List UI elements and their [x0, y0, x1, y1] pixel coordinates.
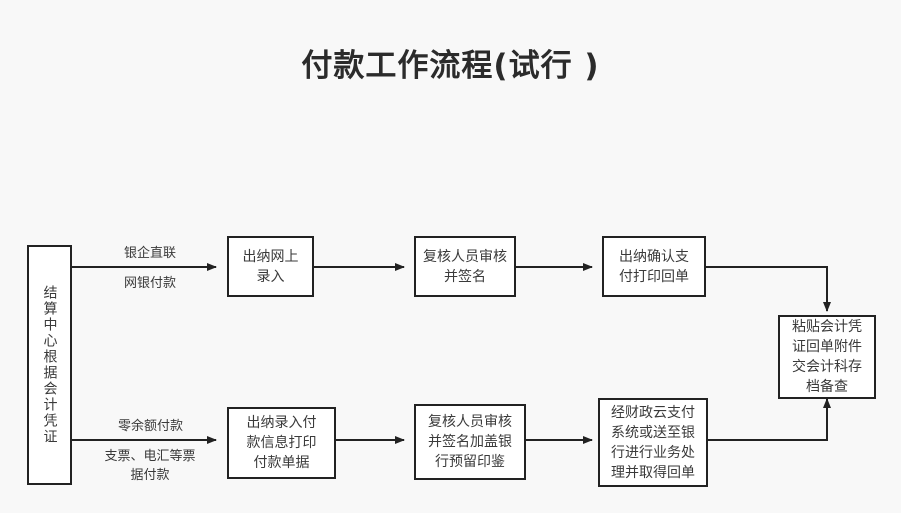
edge-label-top-above: 银企直联 — [123, 246, 176, 261]
node-bot1-label: 出纳录入付 款信息打印 付款单据 — [246, 415, 317, 471]
node-top2[interactable]: 复核人员审核 并签名 — [414, 236, 516, 297]
node-top1-label: 出纳网上 录入 — [242, 248, 299, 285]
node-top3[interactable]: 出纳确认支 付打印回单 — [602, 236, 706, 297]
node-end-label: 粘贴会计凭 证回单附件 交会计科存 档备查 — [792, 319, 862, 395]
edge-top3-to-end — [706, 266, 831, 312]
node-top1[interactable]: 出纳网上 录入 — [227, 236, 314, 297]
edge-label-top-below: 网银付款 — [123, 276, 176, 291]
node-start[interactable]: 结算中心根据会计凭证 — [27, 245, 72, 485]
edge-label-bottom-below: 支票、电汇等票 据付款 — [104, 449, 196, 483]
node-bot3-label: 经财政云支付 系统或送至银 行进行业务处 理并取得回单 — [611, 404, 695, 481]
node-end[interactable]: 粘贴会计凭 证回单附件 交会计科存 档备查 — [778, 315, 876, 399]
node-bot3[interactable]: 经财政云支付 系统或送至银 行进行业务处 理并取得回单 — [598, 398, 708, 487]
node-start-label: 结算中心根据会计凭证 — [41, 285, 58, 445]
edge-label-bottom-above: 零余额付款 — [117, 419, 183, 434]
node-top3-label: 出纳确认支 付打印回单 — [619, 248, 689, 285]
node-top2-label: 复核人员审核 并签名 — [423, 248, 507, 285]
node-bot2[interactable]: 复核人员审核 并签名加盖银 行预留印鉴 — [414, 404, 526, 480]
page-title: 付款工作流程(试行 ) — [301, 48, 600, 84]
node-bot1[interactable]: 出纳录入付 款信息打印 付款单据 — [227, 407, 336, 479]
node-bot2-label: 复核人员审核 并签名加盖银 行预留印鉴 — [428, 414, 512, 470]
edge-bot3-to-end — [708, 398, 831, 441]
